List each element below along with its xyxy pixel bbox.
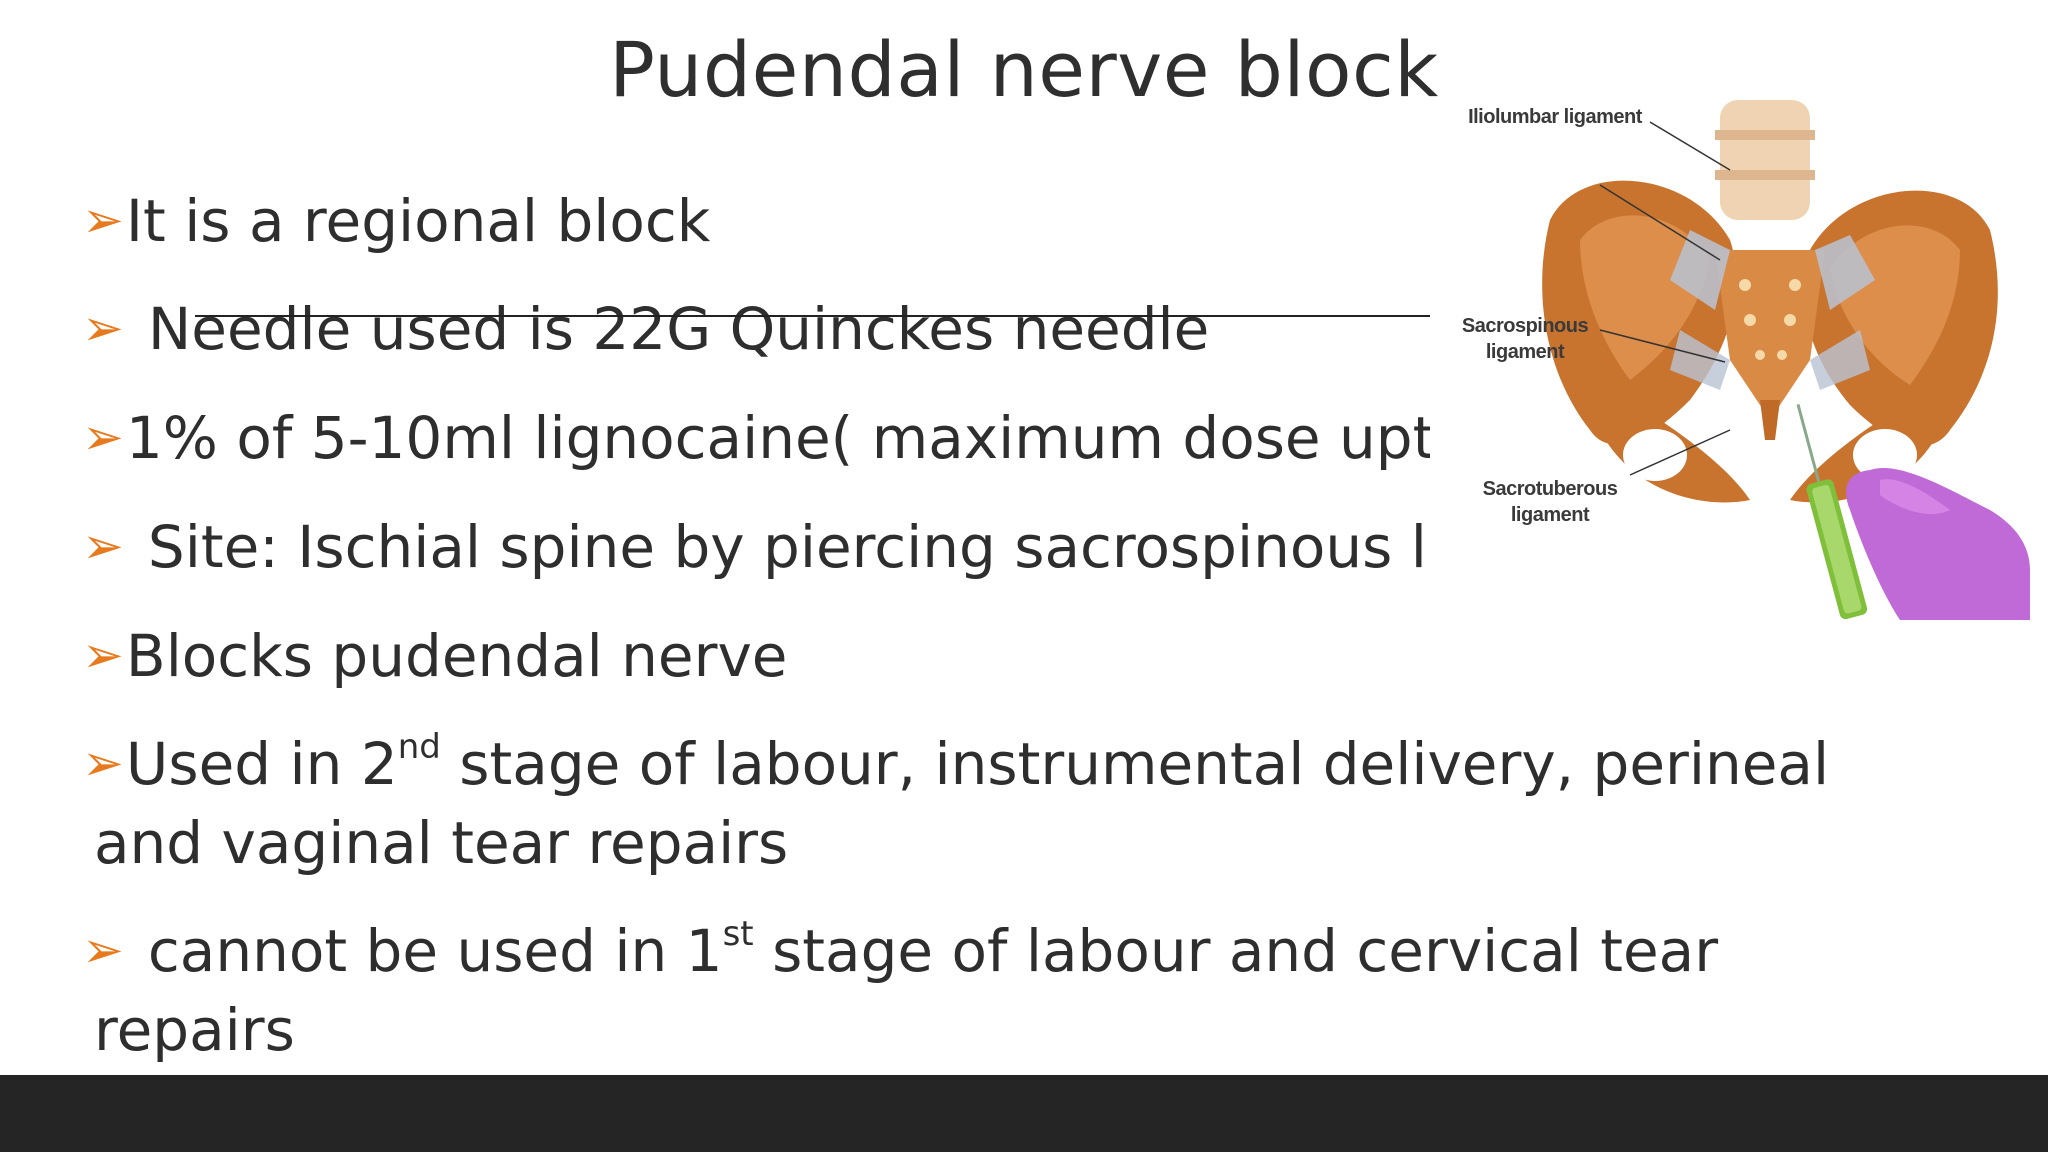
bullet-text-end: stage of labour, instrumental delivery, … [440, 730, 1830, 798]
slide-title: Pudendal nerve block [609, 25, 1439, 114]
iliolumbar-label: Iliolumbar ligament [1468, 106, 1642, 128]
arrow-bullet-icon: ➢ [82, 734, 124, 792]
sacrotuberous-label-2: ligament [1510, 504, 1590, 526]
bullet-text: Site: Ischial spine by piercing sacrospi… [147, 513, 1432, 581]
bullet-item: ➢ cannot be used in 1st stage of labour a… [82, 910, 1782, 991]
bullet-text: Needle used is 22G Quinckes needle [147, 295, 1210, 363]
obturator-foramen [1623, 429, 1687, 481]
bullet-text: It is a regional block [125, 187, 711, 255]
sacrospinous-ligament [1670, 330, 1730, 390]
arrow-bullet-icon: ➢ [82, 299, 124, 357]
bullet-continuation: and vaginal tear repairs [94, 809, 789, 877]
pelvis-drawing [1542, 100, 2030, 620]
sacrospinous-label: Sacrospinous [1461, 315, 1589, 337]
sacrum [1715, 250, 1825, 420]
arrow-bullet-icon: ➢ [82, 408, 124, 466]
bullet-item: ➢ Site: Ischial spine by piercing sacrosp… [82, 506, 1432, 587]
pelvis-illustration: Iliolumbar ligament Sacrospinous ligamen… [1430, 100, 2030, 620]
bullet-text-end: stage of labour and cervical tear [753, 917, 1719, 985]
arrow-bullet-icon: ➢ [82, 626, 124, 684]
bullet-item: ➢Blocks pudendal nerve [82, 615, 1782, 696]
bullet-text: Blocks pudendal nerve [125, 622, 788, 690]
sacrospinous-label-2: ligament [1485, 341, 1565, 363]
ordinal-suffix: st [722, 914, 754, 954]
bullet-text: 1% of 5-10ml lignocaine( maximum dose up… [125, 404, 1432, 472]
iliolumbar-ligament [1670, 230, 1730, 310]
sacrotuberous-label: Sacrotuberous [1482, 478, 1618, 500]
arrow-bullet-icon: ➢ [82, 921, 124, 979]
bullet-continuation: repairs [94, 996, 295, 1064]
bullet-item: ➢It is a regional block [82, 180, 1782, 261]
bullet-item: ➢1% of 5-10ml lignocaine( maximum dose u… [82, 397, 1432, 478]
bullet-text-start: Used in 2 [125, 730, 398, 798]
strike-rule [195, 315, 1430, 317]
bottom-bar [0, 1075, 2048, 1152]
syringe-icon [1796, 403, 1868, 620]
lumbar-spine [1720, 100, 1810, 220]
ordinal-suffix: nd [397, 727, 441, 767]
bullet-item: ➢ Needle used is 22G Quinckes needle [82, 288, 1782, 369]
bullet-item: ➢Used in 2nd stage of labour, instrument… [82, 723, 1829, 804]
bullet-text-start: cannot be used in 1 [147, 917, 723, 985]
arrow-bullet-icon: ➢ [82, 517, 124, 575]
arrow-bullet-icon: ➢ [82, 191, 124, 249]
gloved-hand [1846, 468, 2030, 620]
